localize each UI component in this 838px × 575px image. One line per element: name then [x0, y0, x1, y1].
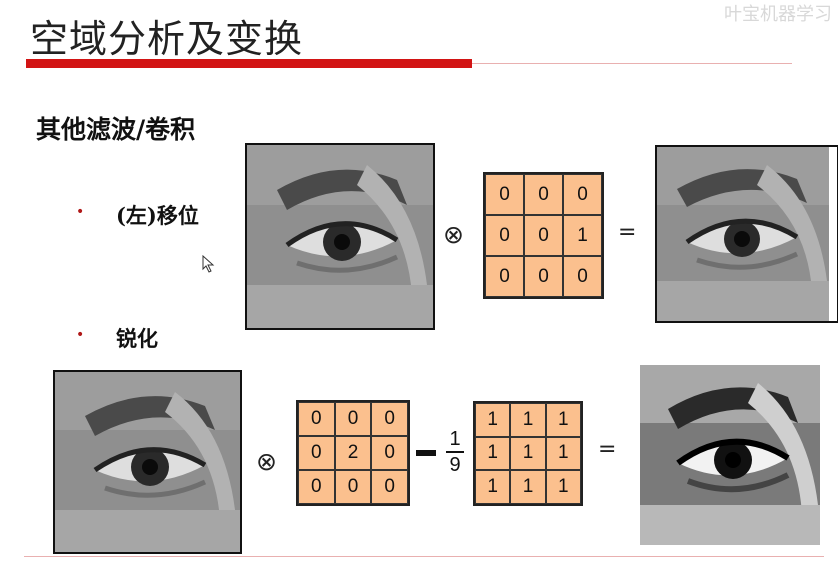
- matrix-cell: 1: [545, 436, 581, 471]
- minus-sign: [416, 450, 436, 456]
- matrix-cell: 1: [475, 436, 511, 471]
- equals-sign: =: [618, 220, 637, 245]
- equals-sign: =: [598, 437, 617, 462]
- matrix-cell: 0: [485, 174, 524, 215]
- matrix-cell: 0: [371, 402, 408, 436]
- matrix-cell: 1: [475, 403, 511, 437]
- matrix-cell: 1: [563, 215, 602, 256]
- fraction-one-ninth: 1 9: [446, 428, 464, 476]
- box-kernel-matrix: 1 1 1 1 1 1 1 1 1: [473, 401, 583, 506]
- shift-kernel-matrix: 0 0 0 0 0 1 0 0 0: [483, 172, 604, 299]
- bullet-dot: •: [76, 204, 85, 220]
- matrix-cell: 2: [334, 436, 372, 470]
- matrix-cell: 0: [485, 215, 524, 256]
- matrix-cell: 1: [545, 470, 581, 504]
- bullet-shift-label: (左)移位: [116, 203, 199, 228]
- matrix-cell: 0: [298, 402, 335, 436]
- bullet-sharpen-label: 锐化: [116, 326, 158, 351]
- matrix-cell: 0: [371, 470, 408, 504]
- matrix-cell: 0: [298, 436, 335, 470]
- bullet-dot: •: [76, 327, 85, 343]
- eye-original-top-image: [245, 143, 435, 330]
- matrix-cell: 0: [524, 174, 563, 215]
- fraction-denominator: 9: [449, 453, 461, 476]
- slide-title: 空域分析及变换: [30, 17, 304, 61]
- matrix-cell: 0: [485, 256, 524, 297]
- matrix-cell: 0: [563, 256, 602, 297]
- section-subtitle: 其他滤波/卷积: [36, 115, 196, 144]
- matrix-cell: 0: [334, 402, 372, 436]
- matrix-cell: 1: [510, 403, 546, 437]
- matrix-cell: 0: [334, 470, 372, 504]
- footer-divider: [24, 556, 824, 557]
- title-underline-thin: [472, 63, 792, 64]
- watermark: 叶宝机器学习: [724, 4, 832, 25]
- fraction-bar: [446, 451, 464, 453]
- mouse-cursor-icon: [202, 255, 215, 273]
- matrix-cell: 0: [524, 256, 563, 297]
- matrix-cell: 0: [563, 174, 602, 215]
- matrix-cell: 0: [298, 470, 335, 504]
- eye-shifted-result-image: [655, 145, 838, 323]
- matrix-cell: 0: [524, 215, 563, 256]
- sharpen-kernel-matrix: 0 0 0 0 2 0 0 0 0: [296, 400, 410, 506]
- eye-sharpened-result-image: [640, 365, 820, 545]
- convolve-operator: ⊗: [443, 220, 464, 249]
- matrix-cell: 0: [371, 436, 408, 470]
- matrix-cell: 1: [545, 403, 581, 437]
- matrix-cell: 1: [475, 470, 511, 504]
- convolve-operator: ⊗: [256, 447, 277, 476]
- matrix-cell: 1: [510, 436, 546, 471]
- matrix-cell: 1: [510, 470, 546, 504]
- title-underline-bar: [26, 59, 472, 68]
- fraction-numerator: 1: [449, 428, 461, 450]
- eye-original-bottom-image: [53, 370, 242, 554]
